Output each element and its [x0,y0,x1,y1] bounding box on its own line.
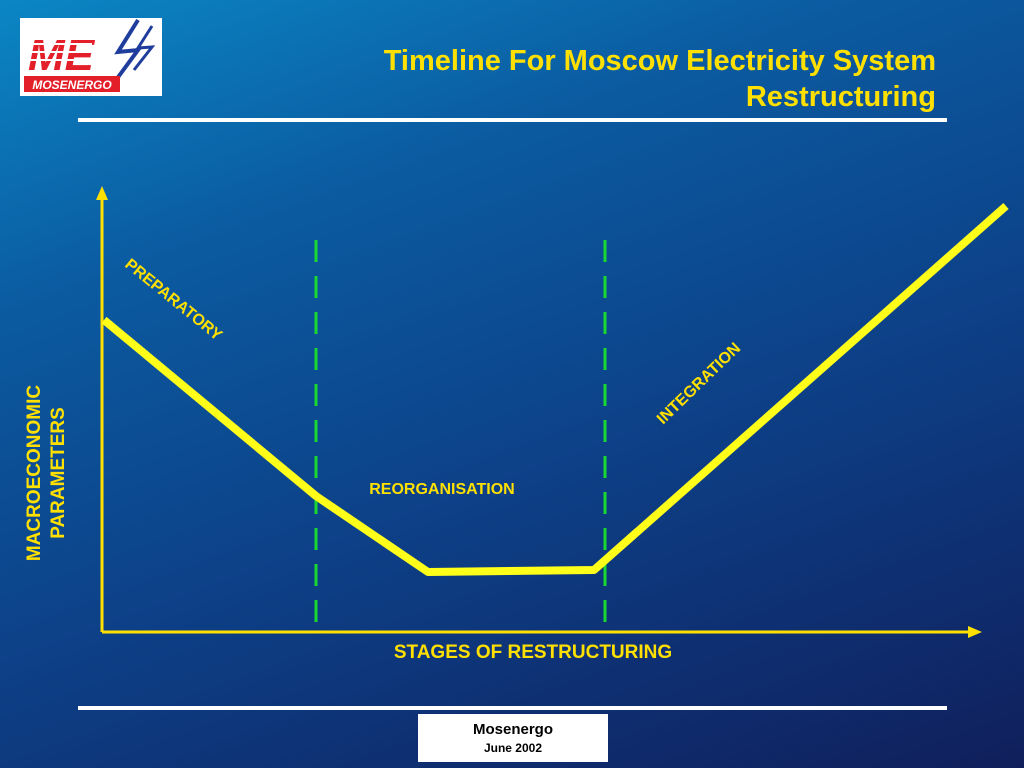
mosenergo-logo: ME MOSENERGO [20,18,162,96]
mosenergo-logo-icon: ME MOSENERGO [24,18,156,92]
stage-label-reorganisation: REORGANISATION [369,481,514,498]
y-axis-label-line-1: MACROECONOMIC [24,385,45,562]
y-axis-arrow [96,186,108,200]
footer-box: Mosenergo June 2002 [418,714,608,762]
page-title-line-1: Timeline For Moscow Electricity System [383,45,936,77]
stage-label-preparatory: PREPARATORY [121,256,225,345]
page-title-line-2: Restructuring [745,81,936,113]
logo-text: MOSENERGO [32,78,112,92]
restructuring-timeline-diagram: PREPARATORY REORGANISATION INTEGRATION S… [24,186,1009,663]
bottom-divider [78,706,947,710]
x-axis-arrow [968,626,982,638]
x-axis-label: STAGES OF RESTRUCTURING [394,642,672,663]
y-axis-label-line-2: PARAMETERS [48,407,69,539]
stage-label-integration: INTEGRATION [654,340,744,428]
logo-monogram: ME [28,31,96,80]
footer-date: June 2002 [483,741,543,755]
page-title: Timeline For Moscow Electricity System R… [236,43,936,115]
macroeconomic-curve [101,203,1009,576]
top-divider [78,118,947,122]
footer-company: Mosenergo [472,721,553,738]
